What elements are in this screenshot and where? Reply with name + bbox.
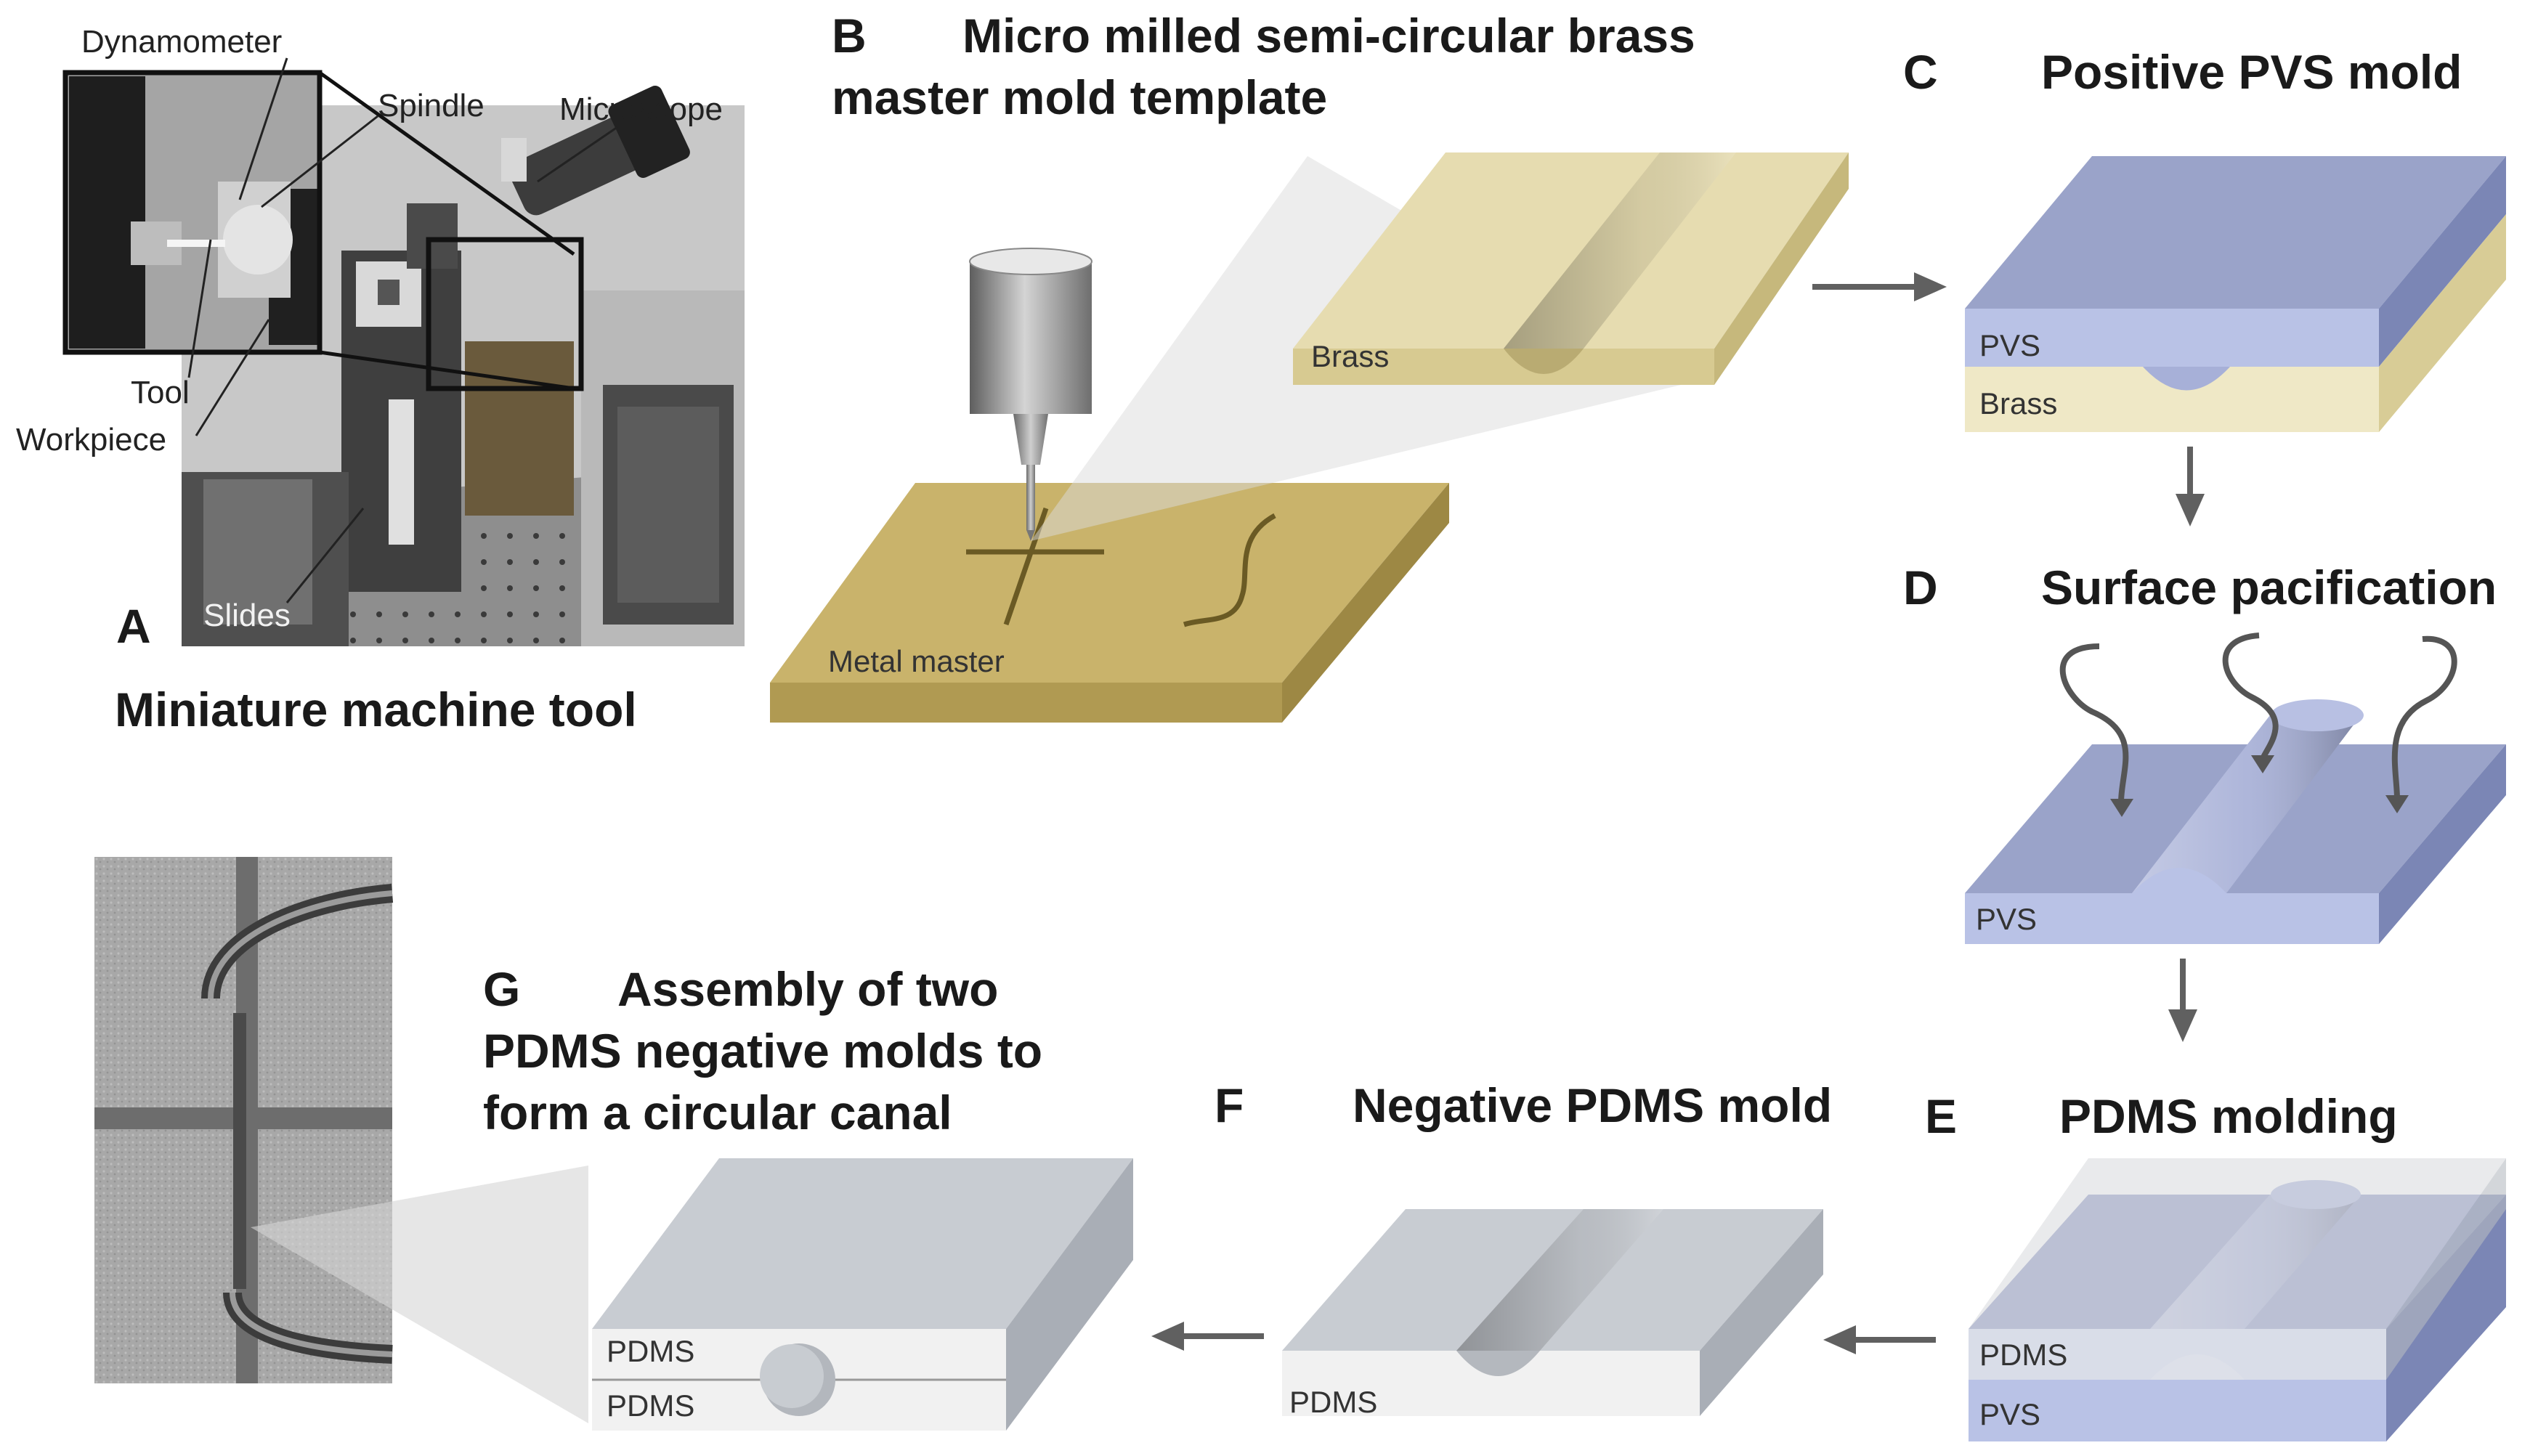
arrow-b-to-c <box>1812 272 1947 301</box>
panel-a-letter: A <box>116 599 151 653</box>
milling-spindle <box>969 248 1092 541</box>
panel-a-title: Miniature machine tool <box>115 683 637 736</box>
machine-tool-photo <box>182 86 745 646</box>
canal-photo <box>94 857 394 1383</box>
callout-microscope: Microscope <box>559 91 723 127</box>
assembled-molds: PDMS PDMS <box>592 1158 1133 1431</box>
panel-e-letter: E <box>1925 1089 1957 1143</box>
pvs-label-c: PVS <box>1979 328 2040 362</box>
panel-e-title: PDMS molding <box>2059 1089 2398 1143</box>
panel-a: Dynamometer Spindle Microscope Tool Work… <box>16 24 745 736</box>
panel-d-title: Surface pacification <box>2041 561 2497 614</box>
inset-photo <box>62 70 323 355</box>
arrow-d-to-e <box>2168 959 2197 1042</box>
panel-g-title-line1: Assembly of two <box>617 962 998 1016</box>
pacification-arrows <box>2059 633 2457 803</box>
panel-g-title-line3: form a circular canal <box>483 1086 952 1139</box>
panel-c-letter: C <box>1903 45 1938 99</box>
callout-spindle: Spindle <box>378 88 485 123</box>
pdms-label-g-bottom: PDMS <box>607 1388 694 1423</box>
panel-c: C Positive PVS mold PVS Brass <box>1903 45 2506 432</box>
panel-g: G Assembly of two PDMS negative molds to… <box>94 857 1133 1431</box>
panel-f-letter: F <box>1215 1078 1244 1132</box>
panel-b-title-line2: master mold template <box>832 70 1327 124</box>
brass-block: Brass <box>1293 152 1849 385</box>
panel-d: D Surface pacification PVS <box>1903 561 2506 944</box>
arrow-c-to-d <box>2176 447 2205 526</box>
panel-e: E PDMS molding PDMS PVS <box>1925 1089 2506 1441</box>
pdms-label-f: PDMS <box>1289 1385 1377 1419</box>
callout-tool: Tool <box>131 375 190 410</box>
panel-d-letter: D <box>1903 561 1938 614</box>
arrow-e-to-f <box>1823 1325 1936 1354</box>
panel-b-title-line1: Micro milled semi-circular brass <box>962 9 1695 62</box>
pvs-label-e: PVS <box>1979 1397 2040 1431</box>
callout-dynamometer: Dynamometer <box>81 24 282 60</box>
metal-master-plate: Metal master <box>770 483 1449 723</box>
metal-master-label: Metal master <box>828 644 1005 678</box>
panel-g-letter: G <box>483 962 520 1016</box>
panel-f-title: Negative PDMS mold <box>1353 1078 1832 1132</box>
panel-f: F Negative PDMS mold PDMS <box>1215 1078 1832 1419</box>
inset-zoom-lines <box>318 70 575 391</box>
pdms-label-g-top: PDMS <box>607 1334 694 1368</box>
photo-callout-lines <box>187 57 618 603</box>
pvs-label-d: PVS <box>1976 902 2037 936</box>
pdms-label-e: PDMS <box>1979 1338 2067 1372</box>
arrow-f-to-g <box>1151 1322 1264 1351</box>
panel-b-letter: B <box>832 9 867 62</box>
callout-workpiece: Workpiece <box>16 422 166 457</box>
process-arrows <box>1151 272 2205 1354</box>
brass-label-c: Brass <box>1979 386 2057 420</box>
panel-g-title-line2: PDMS negative molds to <box>483 1024 1042 1078</box>
callout-slides: Slides <box>203 598 291 633</box>
panel-b: B Micro milled semi-circular brass maste… <box>770 9 1849 723</box>
brass-label-b: Brass <box>1311 339 1389 373</box>
zoom-cone-g <box>251 1166 588 1423</box>
panel-c-title: Positive PVS mold <box>2041 45 2462 99</box>
